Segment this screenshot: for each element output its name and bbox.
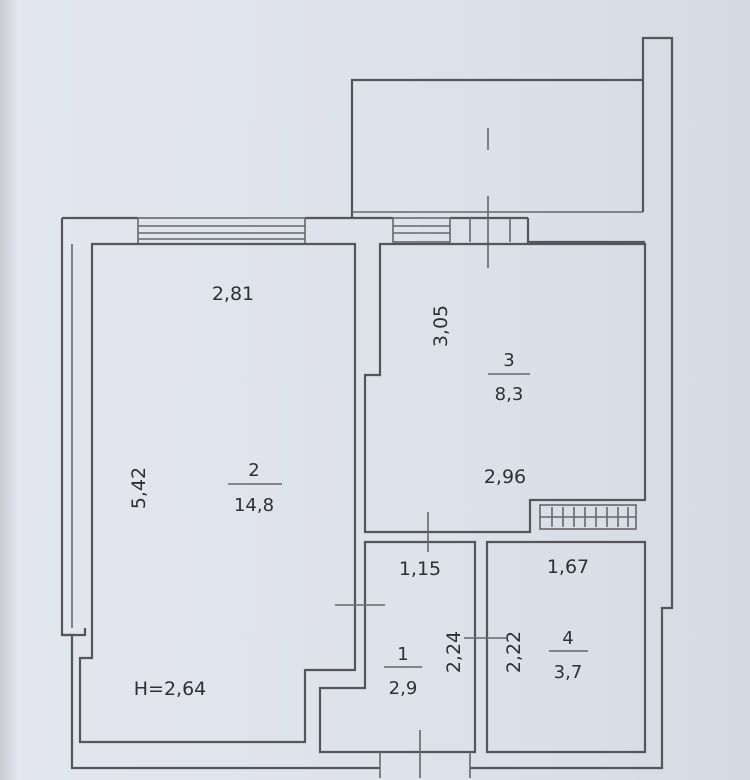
room-3-area: 8,3 (495, 384, 524, 405)
dim-room-4-length: 2,22 (503, 631, 525, 673)
balcony-door (469, 196, 511, 268)
dim-room-1-width: 1,15 (399, 558, 441, 580)
dim-room-1-length: 2,24 (443, 631, 465, 673)
window-room-2 (137, 217, 306, 245)
room-1-area: 2,9 (389, 678, 418, 699)
room-1-outline (318, 512, 477, 778)
room-4-number: 4 (562, 628, 573, 649)
room-label-1: 1 2,9 (384, 644, 422, 699)
room-2-area: 14,8 (234, 495, 274, 516)
room-label-4: 4 3,7 (549, 628, 588, 683)
window-room-3 (392, 217, 451, 243)
room-4-outline (464, 540, 647, 754)
dim-room-3-width: 2,96 (484, 466, 526, 488)
room-3-number: 3 (503, 350, 514, 371)
balcony (350, 78, 643, 218)
dim-room-3-length: 3,05 (430, 305, 452, 347)
room-3-outline (363, 242, 647, 534)
radiator (539, 504, 637, 530)
dim-room-2-width: 2,81 (212, 283, 254, 305)
room-1-number: 1 (397, 644, 408, 665)
outer-walls (60, 36, 674, 770)
room-label-2: 2 14,8 (228, 460, 282, 516)
ceiling-height-label: H=2,64 (134, 678, 207, 700)
room-4-area: 3,7 (554, 662, 583, 683)
room-2-outline (71, 242, 357, 744)
room-2-number: 2 (248, 460, 259, 481)
dim-room-4-width: 1,67 (547, 556, 589, 578)
room-label-3: 3 8,3 (488, 350, 530, 405)
dim-room-2-length: 5,42 (128, 467, 150, 509)
